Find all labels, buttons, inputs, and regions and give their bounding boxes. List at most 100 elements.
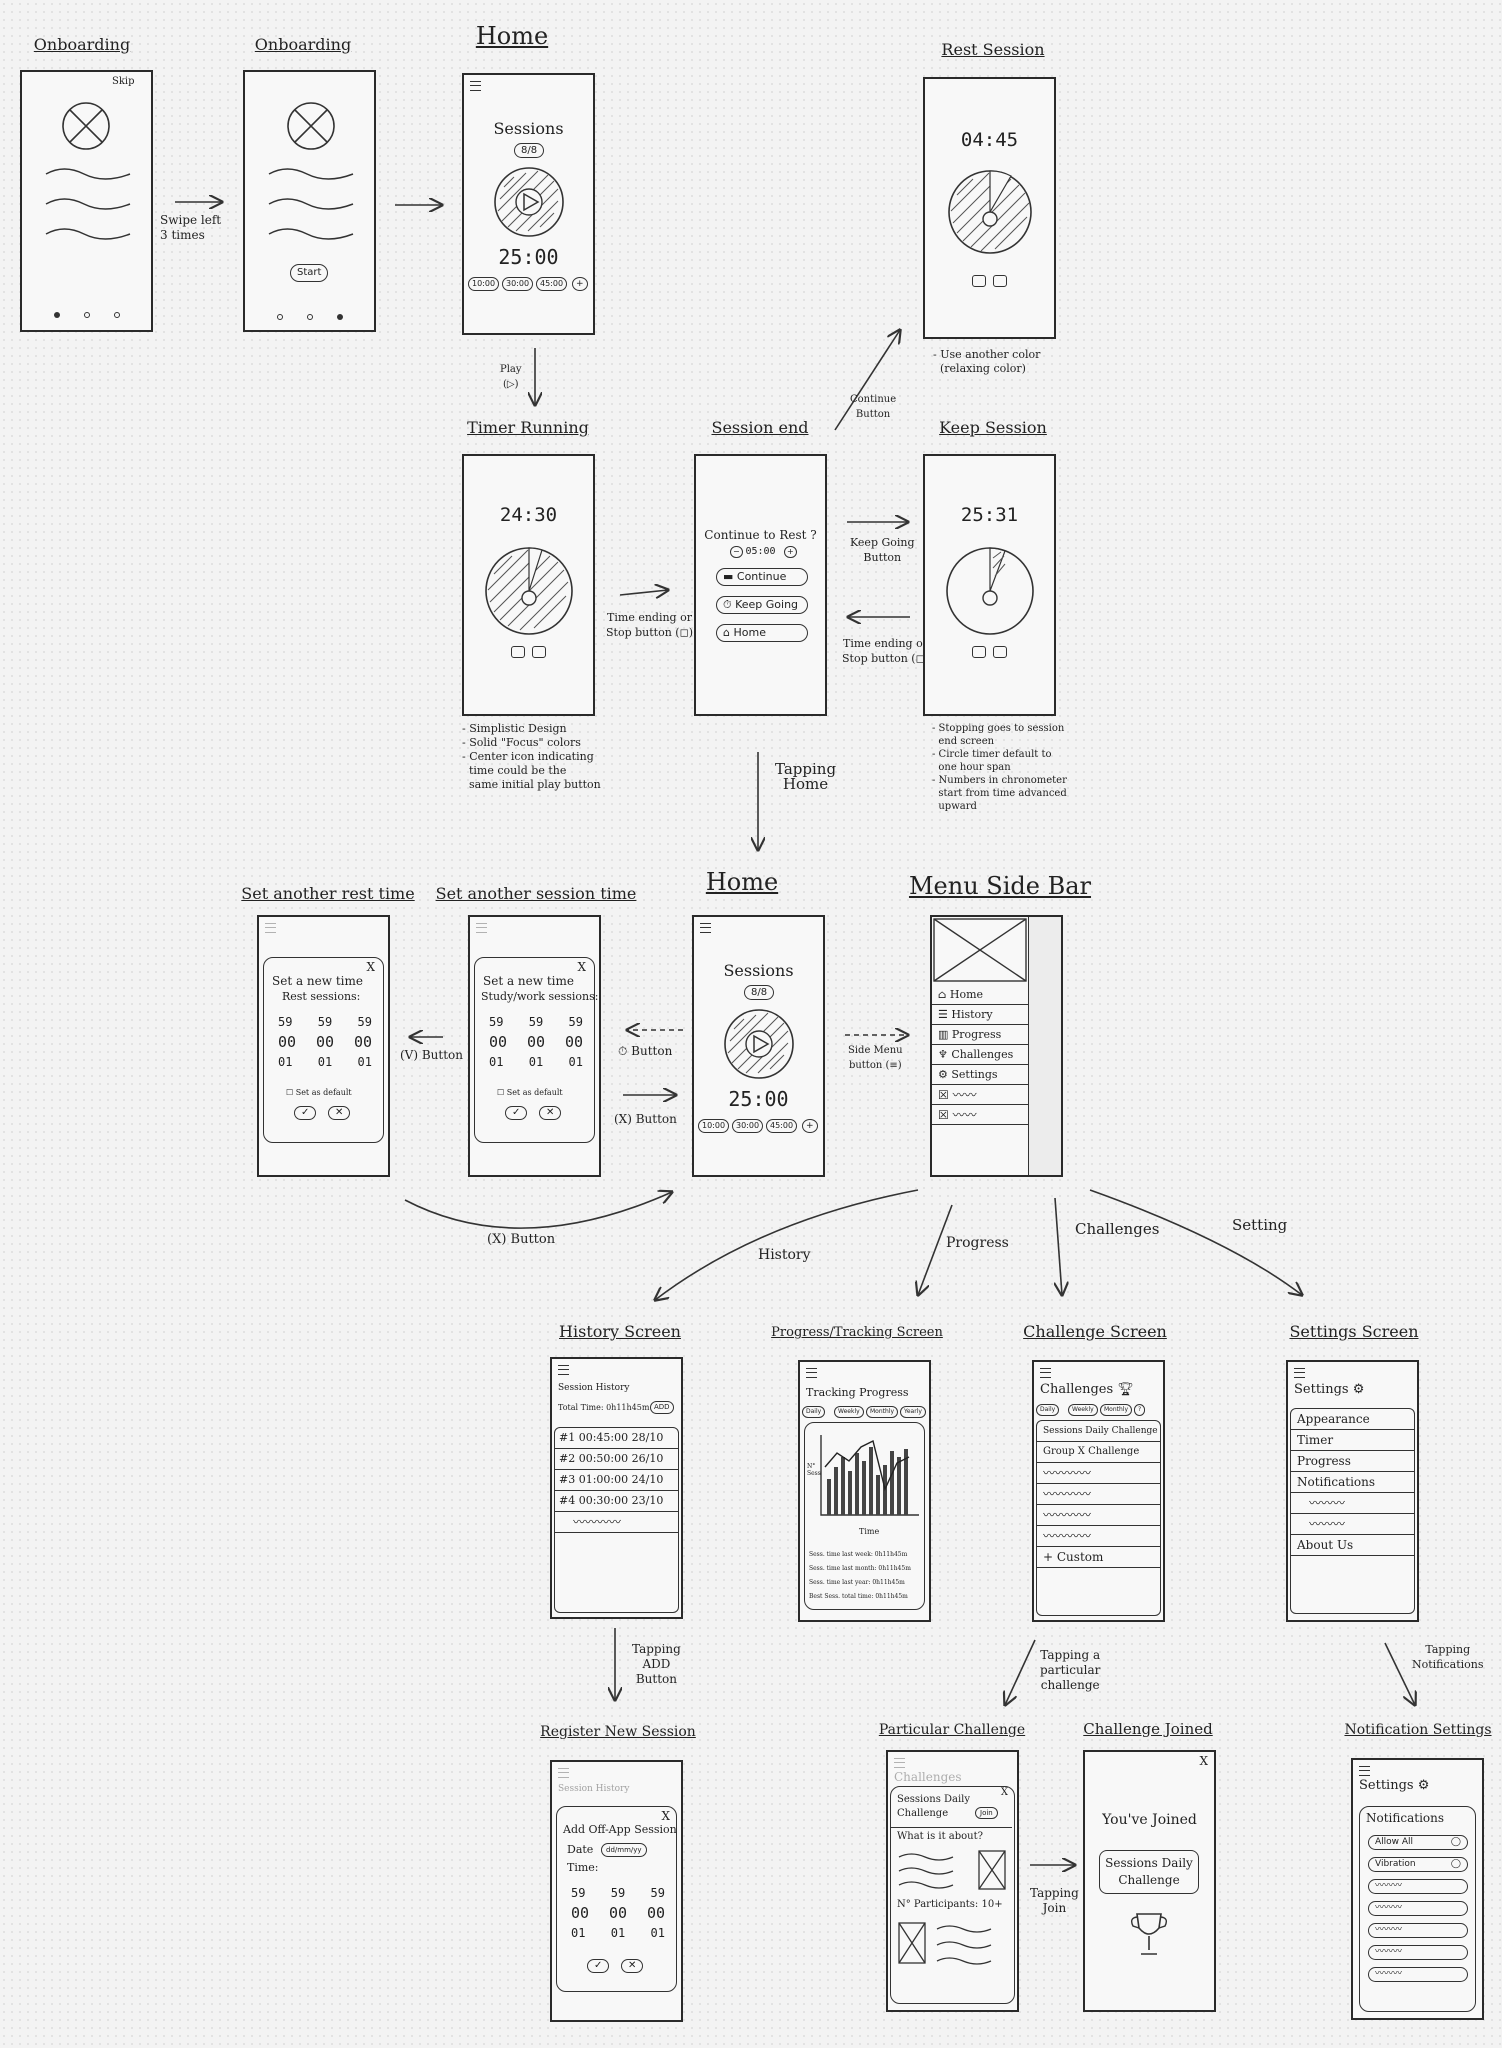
settings-item-notifications[interactable]: Notifications [1291, 1472, 1414, 1493]
add-session-button[interactable]: ADD [650, 1401, 674, 1414]
custom-challenge-button[interactable]: + Custom [1037, 1547, 1160, 1568]
menu-item-challenges[interactable]: ♆ Challenges [932, 1045, 1028, 1065]
menu-icon[interactable] [1294, 1368, 1305, 1378]
start-button[interactable]: Start [290, 264, 329, 282]
stop-button[interactable] [993, 646, 1007, 658]
allow-all-toggle[interactable]: Allow All ◯ [1368, 1835, 1468, 1850]
list-item-placeholder[interactable]: 〰〰〰〰 [1037, 1463, 1160, 1484]
add-preset-button[interactable]: + [572, 277, 588, 291]
menu-icon[interactable] [558, 1365, 569, 1375]
dimmed-background [1028, 917, 1061, 1175]
menu-item-progress[interactable]: ▥ Progress [932, 1025, 1028, 1045]
join-button[interactable]: Join [975, 1807, 998, 1819]
setting-placeholder[interactable]: 〰〰〰 [1368, 1945, 1468, 1960]
table-row[interactable]: #1 00:45:00 28/10 [555, 1428, 678, 1449]
pause-button[interactable] [511, 646, 525, 658]
skip-button[interactable]: Skip [112, 76, 135, 87]
page-dot[interactable] [84, 312, 90, 318]
filter-monthly[interactable]: Monthly [1100, 1404, 1133, 1416]
menu-item-placeholder[interactable]: ☒ 〰〰 [932, 1105, 1028, 1125]
close-icon[interactable]: X [366, 960, 375, 974]
confirm-button[interactable]: ✓ [587, 1959, 610, 1973]
stop-button[interactable] [993, 275, 1007, 287]
settings-item-timer[interactable]: Timer [1291, 1430, 1414, 1451]
set-default-checkbox[interactable]: ☐ Set as default [497, 1088, 563, 1097]
title-rest-session: Rest Session [941, 40, 1045, 59]
confirm-button[interactable]: ✓ [294, 1106, 317, 1120]
play-button[interactable] [722, 1007, 796, 1081]
menu-item-settings[interactable]: ⚙ Settings [932, 1065, 1028, 1085]
placeholder-image-icon [287, 102, 335, 150]
setting-placeholder[interactable]: 〰〰〰 [1368, 1879, 1468, 1894]
filter-more[interactable]: ? [1134, 1404, 1146, 1416]
preset-10[interactable]: 10:00 [468, 277, 500, 291]
home-button[interactable]: ⌂ Home [716, 624, 808, 642]
filter-yearly[interactable]: Yearly [900, 1406, 926, 1418]
vibration-toggle[interactable]: Vibration ◯ [1368, 1857, 1468, 1872]
filter-daily[interactable]: Daily [1036, 1404, 1060, 1416]
menu-item-placeholder[interactable]: ☒ 〰〰 [932, 1085, 1028, 1105]
cancel-button[interactable]: ✕ [328, 1106, 351, 1120]
settings-item-appearance[interactable]: Appearance [1291, 1409, 1414, 1430]
list-item[interactable]: Sessions Daily Challenge [1037, 1421, 1160, 1442]
menu-icon[interactable] [1040, 1368, 1051, 1378]
filter-weekly[interactable]: Weekly [1068, 1404, 1098, 1416]
menu-icon[interactable] [806, 1368, 817, 1378]
list-item-placeholder[interactable]: 〰〰〰〰 [1037, 1484, 1160, 1505]
settings-item-placeholder[interactable]: 〰〰〰 [1291, 1514, 1414, 1535]
list-item-placeholder[interactable]: 〰〰〰〰 [1037, 1505, 1160, 1526]
settings-item-progress[interactable]: Progress [1291, 1451, 1414, 1472]
list-item[interactable]: Group X Challenge [1037, 1442, 1160, 1463]
setting-placeholder[interactable]: 〰〰〰 [1368, 1901, 1468, 1916]
decrease-rest-button[interactable]: − [730, 546, 743, 558]
filter-monthly[interactable]: Monthly [866, 1406, 899, 1418]
list-item-placeholder[interactable]: 〰〰〰〰 [1037, 1526, 1160, 1547]
menu-item-history[interactable]: ☰ History [932, 1005, 1028, 1025]
cancel-button[interactable]: ✕ [621, 1959, 644, 1973]
toggle-switch-icon: ◯ [1450, 1837, 1461, 1847]
page-dot[interactable] [277, 314, 283, 320]
table-row[interactable]: #2 00:50:00 26/10 [555, 1449, 678, 1470]
settings-item-placeholder[interactable]: 〰〰〰 [1291, 1493, 1414, 1514]
preset-45[interactable]: 45:00 [536, 277, 568, 291]
pause-button[interactable] [972, 275, 986, 287]
confirm-button[interactable]: ✓ [505, 1106, 528, 1120]
pause-button[interactable] [972, 646, 986, 658]
menu-icon[interactable] [1359, 1766, 1370, 1776]
filter-weekly[interactable]: Weekly [834, 1406, 864, 1418]
stop-button[interactable] [532, 646, 546, 658]
filter-daily[interactable]: Daily [802, 1406, 826, 1418]
set-default-checkbox[interactable]: ☐ Set as default [286, 1088, 352, 1097]
close-icon[interactable]: X [577, 960, 586, 974]
menu-icon[interactable] [700, 923, 711, 933]
menu-icon[interactable] [470, 81, 481, 91]
close-icon[interactable]: X [661, 1809, 670, 1823]
setting-placeholder[interactable]: 〰〰〰 [1368, 1923, 1468, 1938]
increase-rest-button[interactable]: + [784, 546, 797, 558]
preset-30[interactable]: 30:00 [732, 1119, 764, 1133]
table-row[interactable]: #4 00:30:00 23/10 [555, 1491, 678, 1512]
preset-10[interactable]: 10:00 [698, 1119, 730, 1133]
add-preset-button[interactable]: + [802, 1119, 818, 1133]
settings-item-about[interactable]: About Us [1291, 1535, 1414, 1556]
menu-item-home[interactable]: ⌂ Home [932, 985, 1028, 1005]
continue-button[interactable]: ▬ Continue [716, 568, 808, 586]
date-input[interactable]: dd/mm/yy [601, 1843, 647, 1857]
page-dot[interactable] [307, 314, 313, 320]
table-row[interactable]: #3 01:00:00 24/10 [555, 1470, 678, 1491]
preset-45[interactable]: 45:00 [766, 1119, 798, 1133]
setting-placeholder[interactable]: 〰〰〰 [1368, 1967, 1468, 1982]
play-button[interactable] [492, 165, 566, 239]
preset-30[interactable]: 30:00 [502, 277, 534, 291]
table-row-placeholder[interactable]: 〰〰〰〰 [555, 1512, 678, 1533]
close-icon[interactable]: X [1000, 1787, 1008, 1798]
menu-icon [558, 1768, 569, 1778]
cancel-button[interactable]: ✕ [539, 1106, 562, 1120]
page-dot[interactable] [114, 312, 120, 318]
close-icon[interactable]: X [1199, 1754, 1208, 1768]
keep-going-button[interactable]: ⏱ Keep Going [716, 596, 808, 614]
placeholder-image-icon [62, 102, 110, 150]
